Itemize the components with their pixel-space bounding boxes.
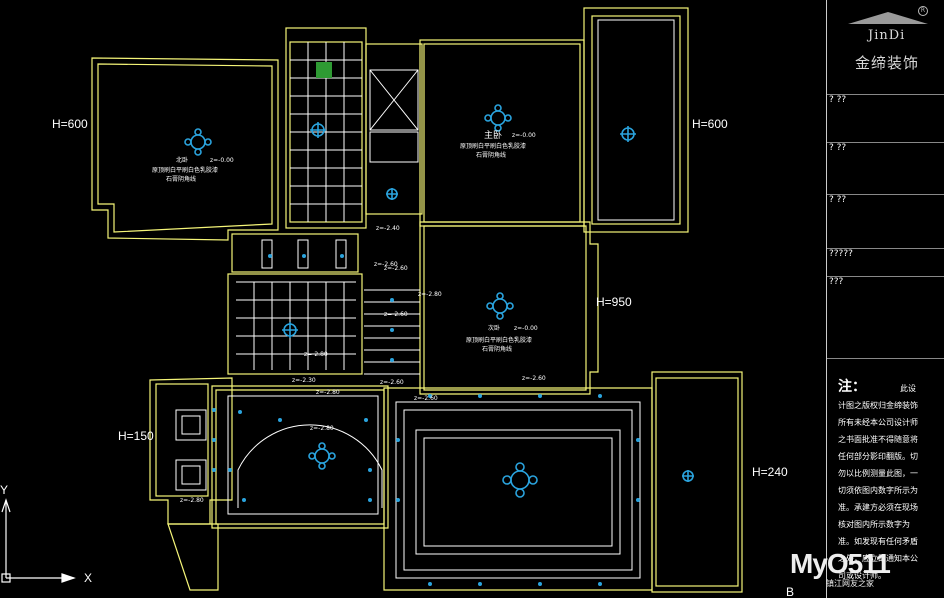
note-title: 注： <box>838 379 866 395</box>
ceiling-light-icon <box>620 126 636 142</box>
logo-roof-icon <box>848 12 928 24</box>
level-label-left-lower: H=150 <box>118 429 154 443</box>
room-level-master-bedroom: z=-0.00 <box>512 132 536 139</box>
dim-label: z=-2.80 <box>418 291 442 298</box>
ceiling-light-icon <box>386 188 398 200</box>
room-note-second-bedroom: 原顶刷白平刷白色乳胶漆 <box>466 336 532 344</box>
title-row: ? ?? <box>827 142 944 188</box>
registered-mark-icon: R <box>918 6 928 16</box>
room-name-north-bedroom: 北卧 <box>176 156 188 164</box>
corner-letter: B <box>786 585 794 598</box>
ceiling-lights <box>184 104 694 498</box>
title-row: ? ?? <box>827 194 944 240</box>
title-block: ? ?? ? ?? ? ?? ????? ??? <box>826 0 944 598</box>
ceiling-light-icon <box>310 122 326 138</box>
chandelier-icon <box>486 292 514 320</box>
title-row: ????? <box>827 248 944 276</box>
room-name-second-bedroom: 次卧 <box>488 324 500 332</box>
watermark-logo: MyO511 <box>790 548 891 579</box>
chandelier-icon <box>308 442 336 470</box>
chandelier-icon <box>184 128 212 156</box>
room-name-master-bedroom: 主卧 <box>484 129 502 141</box>
level-label-right-lower: H=240 <box>752 465 788 479</box>
room-note-north-bedroom: 原顶刷白平刷白色乳胶漆 <box>152 166 218 174</box>
watermark-subtitle: 镇江网友之家 <box>826 579 874 588</box>
dimension-labels: z=-2.40 z=-2.60 z=-2.60 z=-2.80 z=-2.60 … <box>180 225 546 504</box>
dim-label: z=-2.60 <box>384 265 408 272</box>
room-level-second-bedroom: z=-0.00 <box>514 325 538 332</box>
room-note2-master-bedroom: 石膏阴角线 <box>476 151 506 159</box>
dim-label: z=-2.30 <box>292 377 316 384</box>
walls <box>91 7 743 593</box>
room-note2-north-bedroom: 石膏阴角线 <box>166 175 196 183</box>
title-row: ? ?? <box>827 94 944 140</box>
chandelier-icon <box>502 462 538 498</box>
dim-label: z=-2.80 <box>310 425 334 432</box>
dim-label: z=-2.60 <box>522 375 546 382</box>
dim-label: z=-2.60 <box>384 311 408 318</box>
copyright-note: 此设计图之版权归金缔装饰所有未经本公司设计师之书面批准不得随意将任何部分影印翻版… <box>838 384 918 580</box>
axis-x-label: X <box>84 571 92 585</box>
room-note-master-bedroom: 原顶刷白平刷白色乳胶漆 <box>460 142 526 150</box>
dim-label: z=-2.80 <box>180 497 204 504</box>
ceiling-light-icon <box>282 322 298 338</box>
room-level-north-bedroom: z=-0.00 <box>210 157 234 164</box>
ucs-axes <box>1 498 76 583</box>
exhaust-fan-icon <box>316 62 332 78</box>
ceiling-light-icon <box>682 470 694 482</box>
level-label-left-room: H=600 <box>52 117 88 131</box>
dim-label: z=-2.80 <box>304 351 328 358</box>
floor-plan: H=600 H=600 H=950 H=150 H=240 北卧 z=-0.00… <box>0 7 794 598</box>
dim-label: z=-2.60 <box>380 379 404 386</box>
axis-y-label: Y <box>0 483 8 497</box>
dim-label: z=-2.60 <box>374 261 398 268</box>
dim-label: z=-2.80 <box>316 389 340 396</box>
level-label-right-balcony: H=600 <box>692 117 728 131</box>
level-label-right-mid: H=950 <box>596 295 632 309</box>
room-note2-second-bedroom: 石膏阴角线 <box>482 345 512 353</box>
dim-label: z=-2.60 <box>414 395 438 402</box>
dim-label: z=-2.40 <box>376 225 400 232</box>
title-row: ??? <box>827 276 944 356</box>
brand-english: JinDi <box>868 28 906 43</box>
chandelier-icon <box>484 104 512 132</box>
brand-chinese: 金缔装饰 <box>855 54 920 72</box>
downlights <box>212 254 640 586</box>
